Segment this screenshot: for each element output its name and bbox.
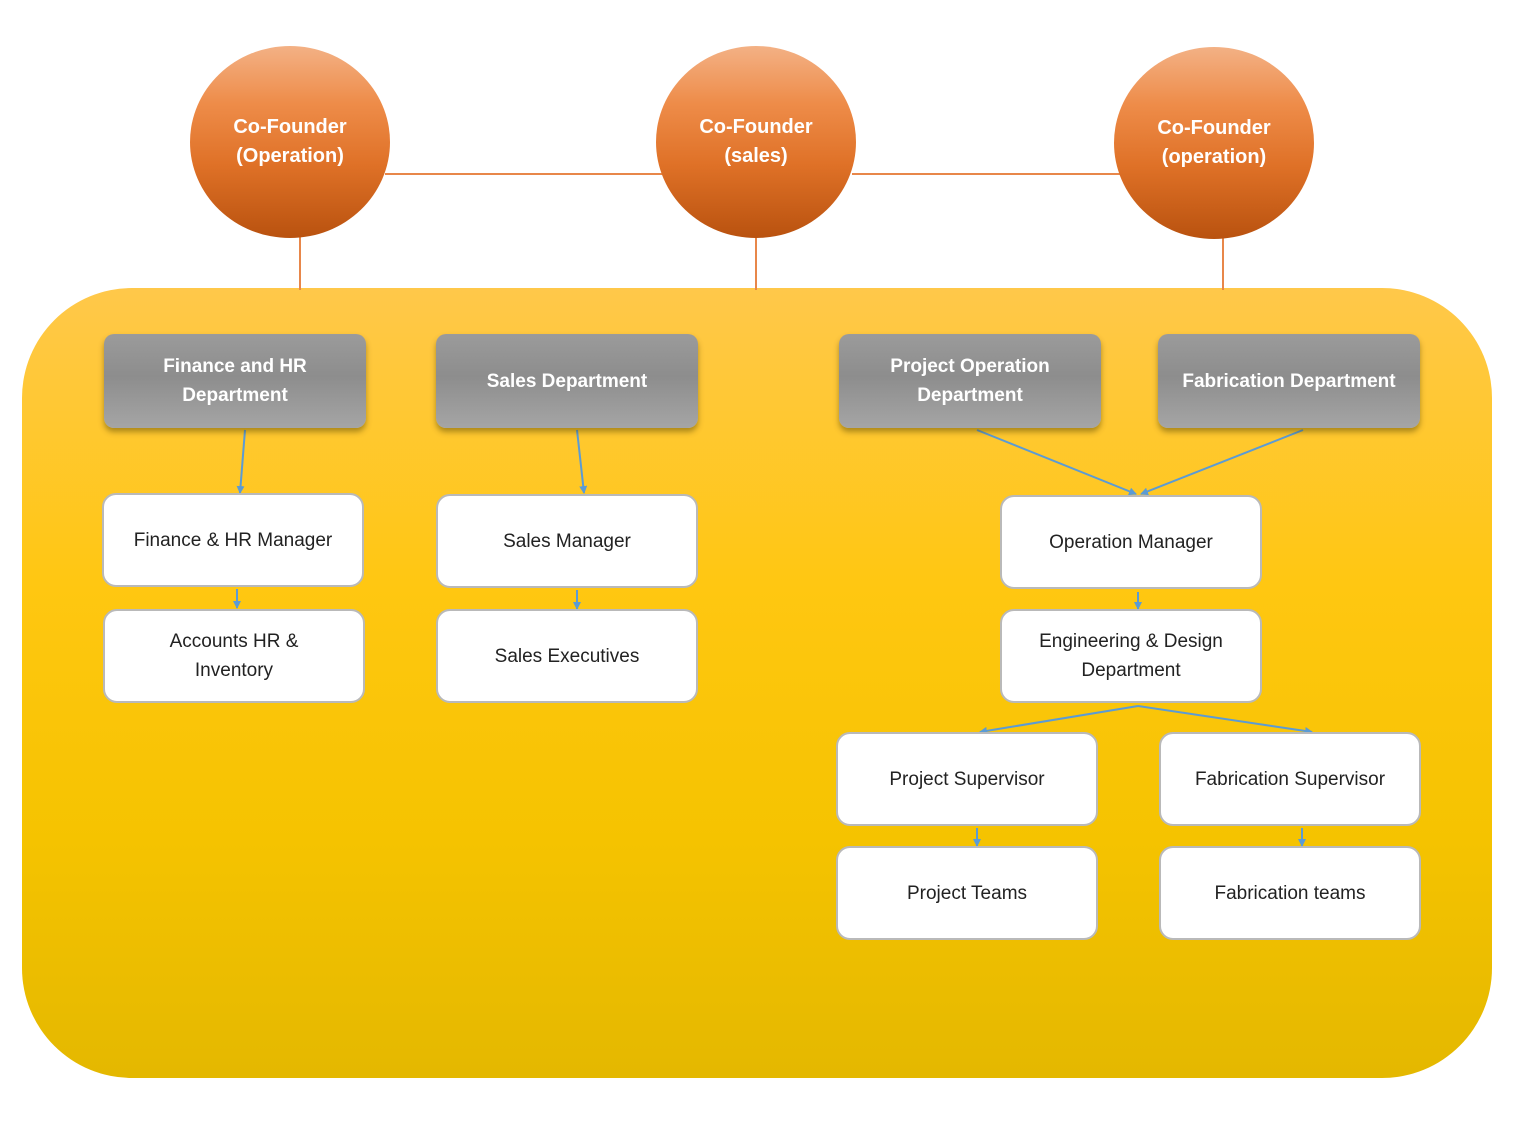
founder-circle-operation: Co-Founder (Operation) [190,46,390,238]
role-accounts-hr-inventory: Accounts HR & Inventory [103,609,365,703]
role-label: Project Supervisor [889,768,1045,790]
arrow-group [233,429,1313,847]
role-engineering-design: Engineering & Design Department [1000,609,1262,703]
role-label: Sales Manager [503,530,631,552]
role-project-teams: Project Teams [836,846,1098,940]
department-fabrication: Fabrication Department [1158,334,1420,428]
department-sales: Sales Department [436,334,698,428]
arrow-engineering-to-fabrication-supervisor [1137,705,1313,735]
role-operation-manager: Operation Manager [1000,495,1262,589]
role-label: Project Teams [906,882,1028,904]
role-sales-manager: Sales Manager [436,494,698,588]
founder-label: Co-Founder (sales) [699,116,813,167]
founder-label: Co-Founder (operation) [1157,117,1271,168]
role-sales-executives: Sales Executives [436,609,698,703]
department-label: Finance and HR Department [163,356,307,406]
role-label: Fabrication teams [1214,882,1366,904]
founder-label: Co-Founder (Operation) [233,116,347,167]
arrow-finance-dept-to-manager [236,429,246,494]
role-label: Finance & HR Manager [133,529,333,551]
role-project-supervisor: Project Supervisor [836,732,1098,826]
role-finance-hr-manager: Finance & HR Manager [102,493,364,587]
role-label: Operation Manager [1049,531,1213,553]
arrow-fabrication-to-operation-manager [1140,429,1304,496]
role-label: Sales Executives [494,645,640,667]
role-label: Engineering & Design Department [1039,631,1223,681]
department-finance-hr: Finance and HR Department [104,334,366,428]
department-label: Sales Department [486,370,648,392]
arrow-project-op-to-operation-manager [976,429,1137,496]
role-label: Fabrication Supervisor [1194,768,1386,790]
arrow-engineering-to-project-supervisor [979,705,1139,735]
role-label: Accounts HR & Inventory [169,631,299,681]
role-fabrication-supervisor: Fabrication Supervisor [1159,732,1421,826]
department-label: Project Operation Department [890,356,1050,406]
department-label: Fabrication Department [1182,370,1396,392]
role-fabrication-teams: Fabrication teams [1159,846,1421,940]
department-project-operation: Project Operation Department [839,334,1101,428]
arrow-sales-dept-to-manager [576,429,588,494]
founder-circle-operation-2: Co-Founder (operation) [1114,47,1314,239]
founder-circle-sales: Co-Founder (sales) [656,46,856,238]
